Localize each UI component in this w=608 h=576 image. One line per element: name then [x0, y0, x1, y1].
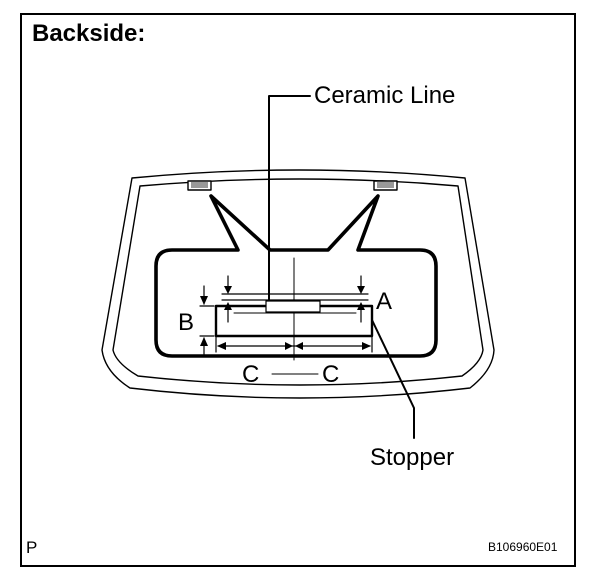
stopper-mount	[265, 300, 321, 313]
dim-b-arrowhead-down	[200, 296, 208, 305]
ceramic-line-label: Ceramic Line	[314, 82, 456, 109]
dim-c-arrowhead-right	[362, 342, 371, 350]
windshield-inner-outline	[112, 178, 484, 386]
ceramic-line-leader	[268, 95, 311, 301]
top-right-bracket-fill	[377, 182, 394, 188]
page-title: Backside:	[32, 20, 146, 47]
dimension-a-label: A	[376, 288, 393, 315]
dim-b-arrowhead-up	[200, 337, 208, 346]
dim-a-arrowhead-up	[357, 302, 365, 310]
dim-a-arrowhead-down	[357, 286, 365, 294]
dim-c-arrowhead-mid-right	[295, 342, 303, 350]
top-left-bracket-fill	[191, 182, 208, 188]
dim-c-arrowhead-mid-left	[285, 342, 293, 350]
figure-code: B106960E01	[488, 540, 558, 554]
stopper-label: Stopper	[370, 444, 455, 471]
stopper-leader	[371, 319, 415, 439]
detail-balloon	[154, 194, 438, 358]
page-marker: P	[26, 538, 38, 557]
dim-c-arrowhead-left	[217, 342, 226, 350]
dim-a-left-arrowhead-up	[224, 302, 232, 310]
dim-a-left-arrowhead-down	[224, 286, 232, 294]
dimension-c-left-label: C	[242, 361, 260, 388]
windshield-outer-outline	[101, 169, 495, 399]
dimension-c-right-label: C	[322, 361, 340, 388]
dimension-b-label: B	[178, 309, 195, 336]
